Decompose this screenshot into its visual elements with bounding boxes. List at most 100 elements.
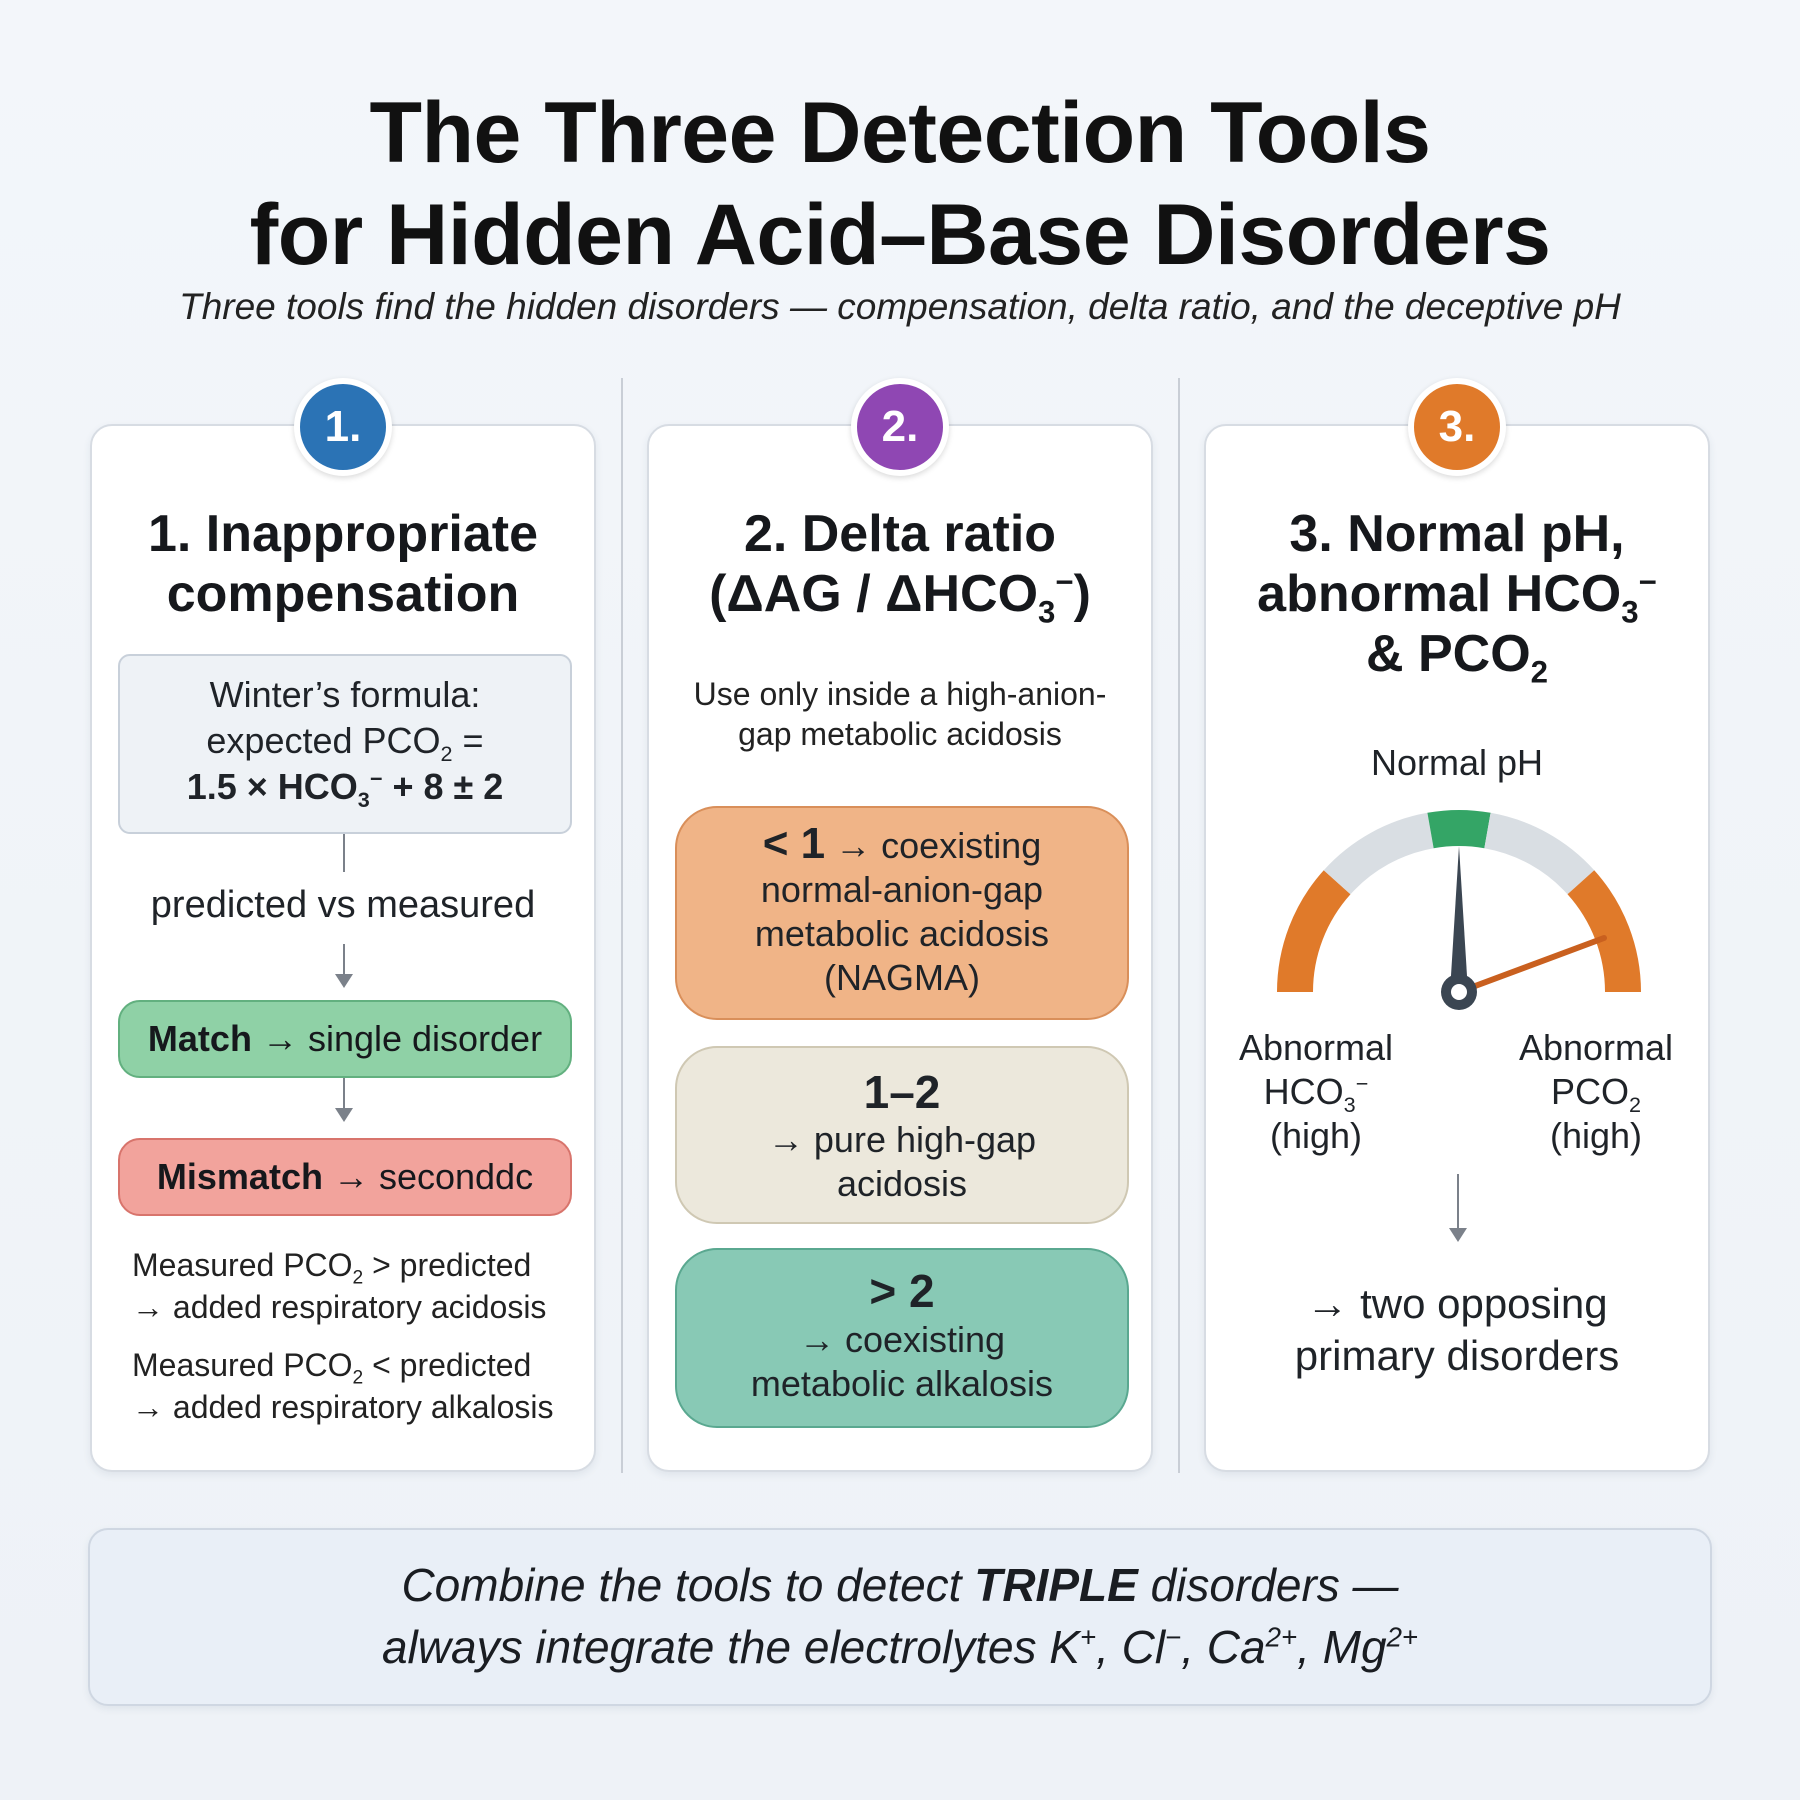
ratio-line: metabolic alkalosis — [750, 1363, 1054, 1404]
gauge-needle-secondary — [1456, 935, 1607, 995]
note-text: Measured PCO — [132, 1247, 353, 1283]
label-text: PCO — [1550, 1071, 1629, 1112]
ratio-value: > 2 — [869, 1265, 935, 1317]
summary-text: , Cl — [1096, 1621, 1166, 1673]
ph-gauge — [1277, 810, 1641, 1010]
title-superscript: − — [1638, 564, 1657, 600]
card-title: 2. Delta ratio (ΔAG / ΔHCO3−) — [649, 504, 1151, 627]
label-superscript: − — [1355, 1071, 1369, 1096]
title-superscript: − — [1055, 564, 1074, 600]
label-line: Abnormal — [1238, 1027, 1394, 1068]
formula-line-3: 1.5 × HCO3− + 8 ± 2 — [120, 764, 570, 810]
desc-line: Use only inside a high-anion- — [693, 676, 1107, 712]
match-result: → single disorder — [251, 1018, 543, 1059]
gauge-arc — [1277, 810, 1641, 993]
summary-text: Combine the tools to detect — [401, 1559, 975, 1611]
summary-text: , Mg — [1297, 1621, 1387, 1673]
column-divider-2 — [1178, 378, 1180, 1473]
arrow-down-icon — [335, 1108, 353, 1122]
delta-ratio-description: Use only inside a high-anion- gap metabo… — [649, 674, 1151, 754]
ratio-value: 1–2 — [863, 1066, 941, 1118]
gauge-segment-mid-right — [1483, 812, 1595, 895]
label-line: Abnormal — [1518, 1027, 1674, 1068]
mismatch-label: Mismatch — [156, 1156, 323, 1197]
ratio-text: → coexisting — [825, 825, 1042, 866]
formula-line-2: expected PCO2 = — [120, 718, 570, 764]
mismatch-result: → seconddс — [322, 1156, 534, 1197]
summary-superscript: 2+ — [1386, 1621, 1419, 1653]
summary-text: disorders — — [1137, 1559, 1399, 1611]
note-line: Measured PCO2 > predicted — [132, 1244, 572, 1289]
abnormal-pco2-label: Abnormal PCO2 (high) — [1496, 1026, 1696, 1158]
ratio-above-2-box: > 2 → coexisting metabolic alkalosis — [675, 1248, 1129, 1428]
badge-2: 2. — [851, 378, 949, 476]
label-line: HCO3− — [1216, 1070, 1416, 1118]
ratio-line: metabolic acidosis — [754, 913, 1050, 954]
card-title-line: 2. Delta ratio — [743, 505, 1057, 563]
gauge-pivot-center — [1451, 984, 1467, 1000]
ratio-value: < 1 — [762, 819, 826, 868]
desc-line: gap metabolic acidosis — [738, 716, 1062, 752]
summary-line-2: always integrate the electrolytes K+, Cl… — [90, 1616, 1710, 1678]
gauge-segment-normal — [1427, 810, 1491, 849]
note-respiratory-acidosis: Measured PCO2 > predicted → added respir… — [132, 1244, 572, 1328]
summary-superscript: 2+ — [1265, 1621, 1298, 1653]
note-line: → added respiratory alkalosis — [132, 1389, 554, 1425]
note-respiratory-alkalosis: Measured PCO2 < predicted → added respir… — [132, 1344, 572, 1428]
title-text: (ΔAG / ΔHCO — [709, 565, 1039, 623]
label-line: (high) — [1549, 1115, 1643, 1156]
compare-label: predicted vs measured — [150, 884, 536, 926]
page-title-line-1: The Three Detection Tools — [369, 85, 1431, 181]
label-subscript: 2 — [1629, 1092, 1642, 1118]
abnormal-hco3-label: Abnormal HCO3− (high) — [1216, 1026, 1416, 1158]
formula-text: + 8 ± 2 — [382, 766, 504, 807]
label-subscript: 3 — [1343, 1092, 1356, 1118]
gauge-normal-ph-label: Normal pH — [1370, 742, 1544, 783]
summary-superscript: − — [1165, 1621, 1182, 1653]
title-subscript: 3 — [1621, 594, 1639, 630]
summary-text: always integrate the electrolytes K — [381, 1621, 1080, 1673]
card-title-line: 1. Inappropriate — [147, 505, 539, 563]
page-title: The Three Detection Tools for Hidden Aci… — [0, 82, 1800, 286]
note-text: Measured PCO — [132, 1347, 353, 1383]
note-subscript: 2 — [352, 1367, 364, 1389]
summary-banner: Combine the tools to detect TRIPLE disor… — [88, 1528, 1712, 1706]
note-subscript: 2 — [352, 1267, 364, 1289]
ratio-line: → pure high-gap — [767, 1119, 1037, 1160]
title-subscript: 3 — [1038, 594, 1056, 630]
card-title-line: compensation — [166, 565, 520, 623]
formula-line-1: Winter’s formula: — [209, 674, 481, 715]
match-label: Match — [147, 1018, 252, 1059]
connector-line — [343, 1078, 345, 1108]
ratio-line: acidosis — [836, 1163, 968, 1204]
column-divider-1 — [621, 378, 623, 1473]
note-text: > predicted — [363, 1247, 532, 1283]
tool-card-normal-ph: 3. Normal pH, abnormal HCO3− & PCO2 Norm… — [1204, 424, 1710, 1472]
page-subtitle: Three tools find the hidden disorders — … — [179, 286, 1621, 327]
note-text: < predicted — [363, 1347, 532, 1383]
conclusion-text: → two opposing primary disorders — [1206, 1278, 1708, 1382]
gauge-segment-high — [1567, 870, 1641, 993]
ratio-1-to-2-box: 1–2 → pure high-gap acidosis — [675, 1046, 1129, 1224]
card-title-line: & PCO2 — [1206, 624, 1708, 687]
connector-line — [343, 944, 345, 976]
gauge-needle — [1450, 846, 1468, 992]
formula-text: 1.5 × HCO — [186, 766, 358, 807]
label-text: HCO — [1263, 1071, 1344, 1112]
page-title-line-2: for Hidden Acid–Base Disorders — [249, 187, 1551, 283]
note-line: → added respiratory acidosis — [132, 1289, 547, 1325]
mismatch-pill: Mismatch → seconddс — [118, 1138, 572, 1216]
summary-text: , Ca — [1181, 1621, 1266, 1673]
title-subscript: 2 — [1530, 654, 1549, 690]
winters-formula-box: Winter’s formula: expected PCO2 = 1.5 × … — [118, 654, 572, 834]
ratio-line: → coexisting — [798, 1319, 1006, 1360]
conclusion-line: → two opposing — [1306, 1280, 1608, 1327]
card-title-line: (ΔAG / ΔHCO3−) — [649, 564, 1151, 627]
note-line: Measured PCO2 < predicted — [132, 1344, 572, 1389]
arrow-down-icon — [1449, 1228, 1467, 1242]
summary-superscript: + — [1080, 1621, 1097, 1653]
title-text: ) — [1073, 565, 1091, 623]
title-text: abnormal HCO — [1257, 565, 1622, 623]
ratio-line: < 1 → coexisting — [677, 822, 1127, 868]
ratio-line: (NAGMA) — [824, 957, 980, 998]
